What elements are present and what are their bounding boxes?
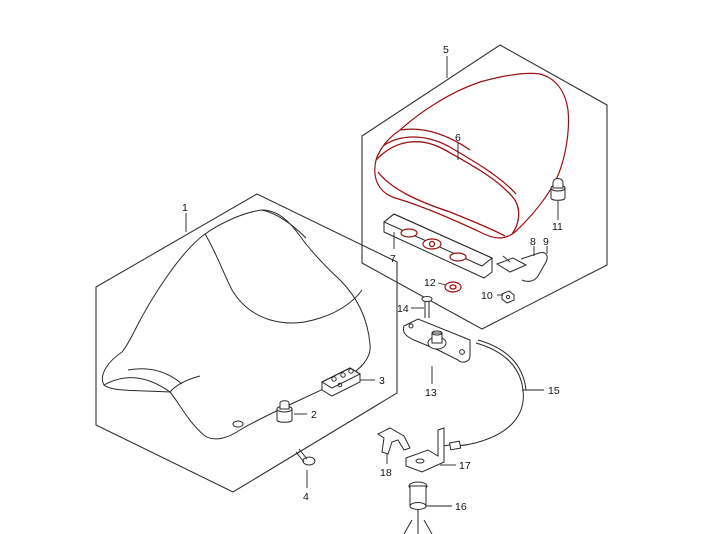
seat-lock-cylinder[interactable] (403, 481, 433, 534)
seat-mount-block[interactable] (320, 367, 362, 397)
seat-lock-cable[interactable] (441, 339, 527, 451)
seat-lock-assembly[interactable] (402, 318, 471, 363)
lock-mounting-bracket[interactable] (405, 427, 445, 473)
lock-screw[interactable] (421, 296, 433, 319)
callout-11: 11 (552, 221, 563, 233)
rear-seat-cover-group-frame (361, 44, 608, 330)
callout-5: 5 (443, 44, 449, 56)
seat-cushion-damper[interactable] (276, 400, 293, 423)
callout-7: 7 (390, 253, 396, 265)
callout-4: 4 (303, 491, 309, 503)
callout-8: 8 (530, 236, 536, 248)
callout-15: 15 (548, 385, 560, 397)
callouts: 1 2 3 4 5 6 7 8 9 10 11 12 13 14 15 16 1… (182, 44, 563, 513)
cable-clip[interactable] (377, 427, 411, 455)
seat-cover-nut[interactable] (501, 290, 515, 304)
seat-cover-bracket[interactable] (383, 213, 493, 279)
leader-lines (185, 56, 559, 507)
front-seat[interactable] (102, 209, 371, 440)
callout-17: 17 (459, 460, 471, 472)
seat-cover-grommet[interactable] (444, 281, 462, 293)
callout-3: 3 (379, 375, 385, 387)
callout-1: 1 (182, 202, 188, 214)
callout-9: 9 (543, 236, 549, 248)
callout-12: 12 (424, 277, 436, 289)
callout-14: 14 (397, 303, 409, 315)
front-seat-group-frame (95, 193, 398, 493)
seat-latch-clip[interactable] (495, 255, 528, 273)
callout-10: 10 (481, 290, 493, 302)
seat-cover-damper[interactable] (550, 178, 566, 201)
callout-16: 16 (455, 501, 467, 513)
seat-hook[interactable] (520, 252, 548, 282)
callout-18: 18 (380, 467, 392, 479)
callout-6: 6 (455, 132, 461, 144)
seat-bolt[interactable] (295, 448, 316, 466)
callout-2: 2 (311, 409, 317, 421)
rear-seat-cover[interactable] (374, 72, 570, 239)
callout-13: 13 (425, 387, 437, 399)
